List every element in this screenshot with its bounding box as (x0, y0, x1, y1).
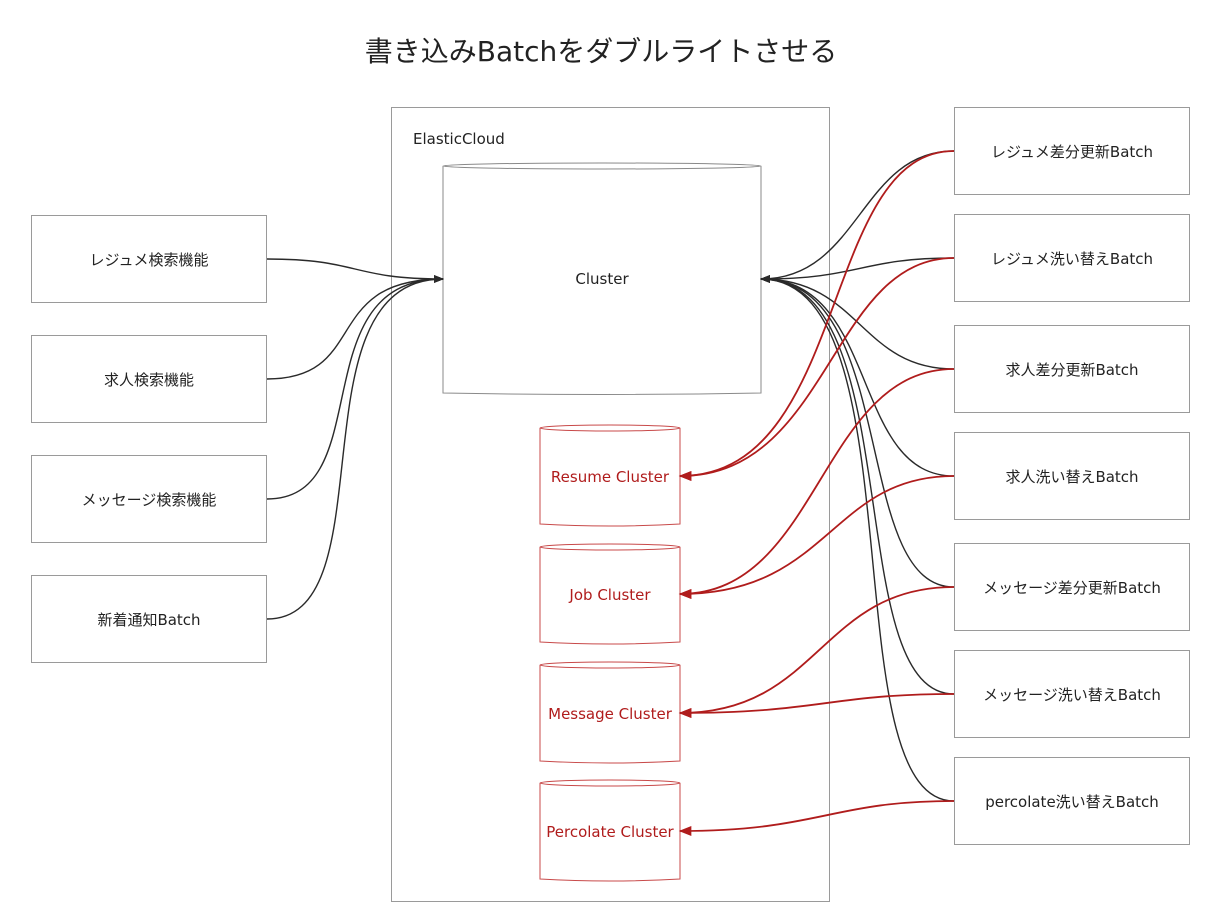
connector-right-red-0 (678, 150, 955, 482)
left-feature-new-arrival-batch: 新着通知Batch (31, 575, 267, 663)
right-batch-percolate-full: percolate洗い替えBatch (954, 757, 1190, 845)
right-batch-resume-diff: レジュメ差分更新Batch (954, 107, 1190, 195)
message-cluster-cylinder (539, 661, 681, 764)
right-batch-label: レジュメ差分更新Batch (990, 142, 1154, 161)
left-feature-label: レジュメ検索機能 (89, 250, 209, 269)
left-feature-job-search: 求人検索機能 (31, 335, 267, 423)
connector-left-2 (266, 275, 444, 500)
right-batch-label: レジュメ洗い替えBatch (990, 249, 1154, 268)
main-cluster-cylinder (442, 162, 762, 395)
main-cluster-label: Cluster (575, 270, 629, 288)
left-feature-resume-search: レジュメ検索機能 (31, 215, 267, 303)
right-batch-label: メッセージ洗い替えBatch (983, 685, 1161, 704)
right-batch-label: percolate洗い替えBatch (985, 792, 1159, 811)
connector-right-dark-4 (760, 275, 955, 588)
right-batch-message-diff: メッセージ差分更新Batch (954, 543, 1190, 631)
connector-right-red-6 (678, 800, 955, 837)
connector-right-red-5 (678, 693, 955, 719)
connector-left-3 (266, 275, 444, 620)
connector-right-red-1 (678, 257, 955, 482)
job-cluster-label: Job Cluster (569, 586, 651, 604)
message-cluster-label: Message Cluster (548, 705, 672, 723)
connector-right-dark-2 (760, 275, 955, 370)
right-batch-job-diff: 求人差分更新Batch (954, 325, 1190, 413)
left-feature-label: 求人検索機能 (103, 370, 194, 389)
job-cluster-cylinder (539, 543, 681, 645)
right-batch-label: 求人洗い替えBatch (1005, 467, 1139, 486)
right-batch-label: メッセージ差分更新Batch (983, 578, 1161, 597)
connector-right-red-2 (678, 368, 955, 600)
right-batch-label: 求人差分更新Batch (1005, 360, 1139, 379)
connector-right-dark-5 (760, 275, 955, 695)
left-feature-label: 新着通知Batch (97, 610, 201, 629)
right-batch-job-full: 求人洗い替えBatch (954, 432, 1190, 520)
percolate-cluster-label: Percolate Cluster (546, 823, 674, 841)
left-feature-message-search: メッセージ検索機能 (31, 455, 267, 543)
percolate-cluster-cylinder (539, 779, 681, 882)
right-batch-message-full: メッセージ洗い替えBatch (954, 650, 1190, 738)
connector-right-dark-1 (760, 257, 955, 283)
connector-right-dark-6 (760, 275, 955, 802)
page-title: 書き込みBatchをダブルライトさせる (364, 35, 838, 68)
resume-cluster-cylinder (539, 424, 681, 527)
left-feature-label: メッセージ検索機能 (81, 490, 217, 509)
connector-right-dark-0 (760, 150, 955, 283)
connector-right-red-4 (678, 586, 955, 719)
connector-left-0 (266, 258, 444, 283)
connector-right-red-3 (678, 475, 955, 600)
right-batch-resume-full: レジュメ洗い替えBatch (954, 214, 1190, 302)
connector-right-dark-3 (760, 275, 955, 477)
container-label: ElasticCloud (413, 130, 505, 148)
connector-left-1 (266, 275, 444, 380)
resume-cluster-label: Resume Cluster (550, 468, 670, 486)
